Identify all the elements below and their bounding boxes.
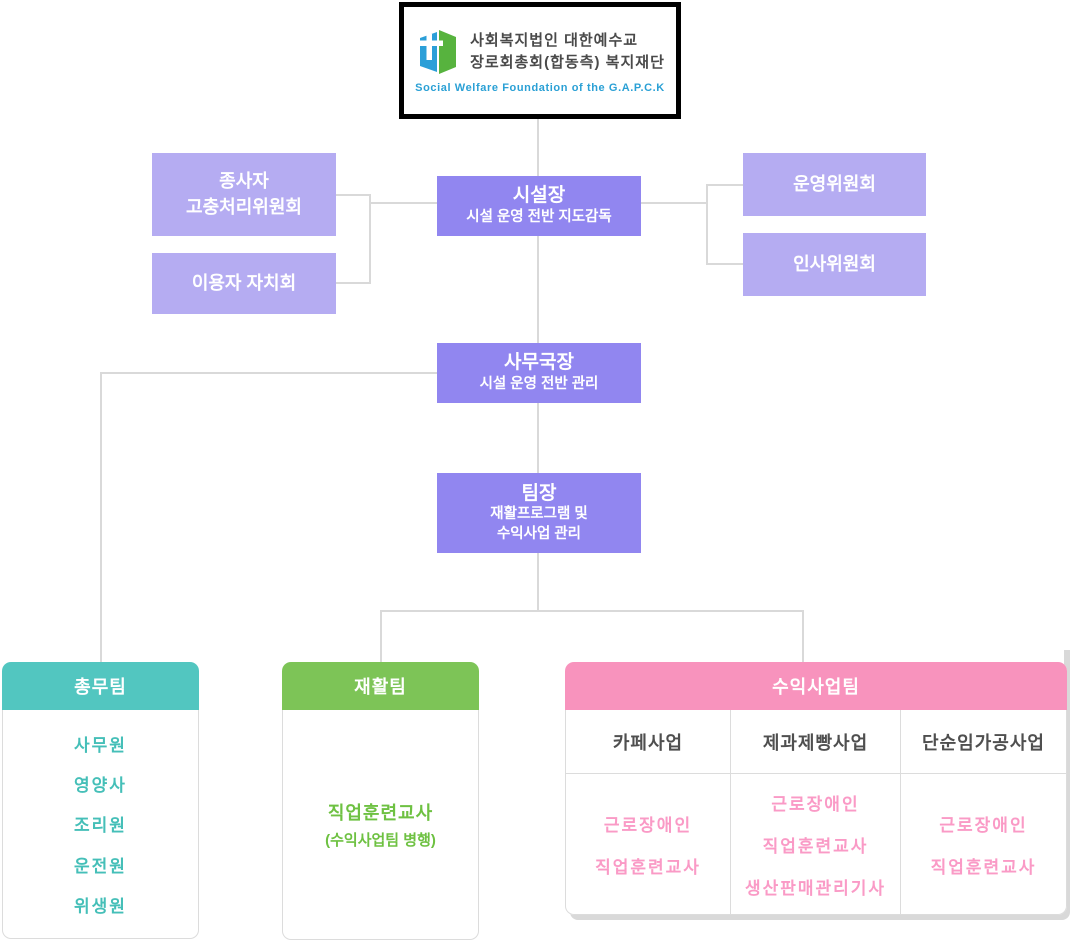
connector-team-leader-down [537, 553, 539, 610]
connector-office-head-to-team-leader [537, 403, 539, 473]
team-member: 직업훈련교사 [595, 857, 701, 877]
node-subtitle: 재활프로그램 및 [490, 506, 588, 523]
connector-director-right [641, 202, 707, 204]
team-header: 재활팀 [282, 662, 479, 710]
node-label: 종사자 [219, 171, 269, 192]
connector-teams-bus [380, 610, 804, 612]
node-title: 사무국장 [504, 352, 574, 374]
cropped-edge-shape [1064, 650, 1070, 712]
node-label: 인사위원회 [793, 253, 876, 274]
team-member: 근로장애인 [771, 794, 860, 814]
foundation-name: 사회복지법인 대한예수교 장로회총회(합동측) 복지재단 [470, 30, 665, 74]
team-body: 직업훈련교사 (수익사업팀 병행) [282, 710, 479, 940]
team-member: 직업훈련교사 [762, 836, 869, 856]
team-body: 사무원 영양사 조리원 운전원 위생원 [2, 710, 199, 939]
connector-to-business-team [802, 610, 804, 662]
team-member: 직업훈련교사 [930, 857, 1037, 877]
team-member-note: (수익사업팀 병행) [325, 832, 436, 849]
connector-director-left [370, 202, 437, 204]
node-label: 고충처리위원회 [186, 196, 302, 217]
node-hr-committee: 인사위원회 [743, 233, 926, 296]
node-title: 시설장 [512, 185, 566, 207]
connector-to-rehab-team [380, 610, 382, 662]
node-director: 시설장 시설 운영 전반 지도감독 [437, 176, 641, 236]
connector-left-bus [369, 194, 371, 284]
connector-office-head-left [100, 372, 437, 374]
business-column-members: 근로장애인 직업훈련교사 [901, 774, 1066, 914]
team-header: 총무팀 [2, 662, 199, 710]
team-member: 사무원 [74, 736, 127, 756]
connector-top-to-director [537, 114, 539, 176]
node-user-council: 이용자 자치회 [152, 253, 336, 314]
foundation-logo-box: 사회복지법인 대한예수교 장로회총회(합동측) 복지재단 Social Welf… [399, 2, 681, 119]
business-column-members: 근로장애인 직업훈련교사 [566, 774, 731, 914]
foundation-name-english: Social Welfare Foundation of the G.A.P.C… [415, 81, 665, 94]
node-operating-committee: 운영위원회 [743, 153, 926, 216]
team-member: 영양사 [74, 776, 127, 796]
node-office-head: 사무국장 시설 운영 전반 관리 [437, 343, 641, 403]
business-column-title: 제과제빵사업 [731, 710, 901, 774]
panel-general-affairs-team: 총무팀 사무원 영양사 조리원 운전원 위생원 [2, 662, 199, 940]
business-column-title: 카페사업 [566, 710, 731, 774]
connector-user-council [336, 282, 370, 284]
business-column-title: 단순임가공사업 [901, 710, 1066, 774]
node-title: 팀장 [521, 482, 557, 504]
connector-worker-committee [336, 194, 370, 196]
team-member: 조리원 [74, 816, 127, 836]
node-subtitle: 수익사업 관리 [496, 525, 582, 542]
node-label: 이용자 자치회 [191, 272, 297, 293]
connector-right-bus [706, 184, 708, 265]
team-member: 위생원 [74, 896, 127, 916]
connector-operating-committee [707, 184, 743, 186]
panel-business-team: 수익사업팀 카페사업 제과제빵사업 단순임가공사업 근로장애인 직업훈련교사 근… [565, 662, 1067, 915]
foundation-name-line2: 장로회총회(합동측) 복지재단 [470, 53, 665, 71]
node-label: 운영위원회 [793, 173, 876, 194]
team-header: 수익사업팀 [565, 662, 1067, 710]
connector-to-general-team [100, 372, 102, 662]
team-member: 직업훈련교사 [327, 803, 434, 823]
connector-hr-committee [707, 263, 743, 265]
open-book-with-cross-icon [420, 29, 457, 74]
team-member: 근로장애인 [603, 815, 693, 835]
team-member: 운전원 [74, 856, 127, 876]
team-member: 생산판매관리기사 [744, 878, 887, 898]
foundation-name-line1: 사회복지법인 대한예수교 [470, 31, 639, 49]
business-column-members: 근로장애인 직업훈련교사 생산판매관리기사 [731, 774, 901, 914]
business-grid: 카페사업 제과제빵사업 단순임가공사업 근로장애인 직업훈련교사 근로장애인 직… [565, 710, 1067, 915]
node-worker-committee: 종사자 고충처리위원회 [152, 153, 336, 236]
node-team-leader: 팀장 재활프로그램 및 수익사업 관리 [437, 473, 641, 553]
panel-rehab-team: 재활팀 직업훈련교사 (수익사업팀 병행) [282, 662, 479, 940]
connector-director-to-office-head [537, 236, 539, 343]
node-subtitle: 시설 운영 전반 관리 [479, 376, 599, 393]
node-subtitle: 시설 운영 전반 지도감독 [466, 209, 612, 226]
team-member: 근로장애인 [939, 815, 1028, 835]
